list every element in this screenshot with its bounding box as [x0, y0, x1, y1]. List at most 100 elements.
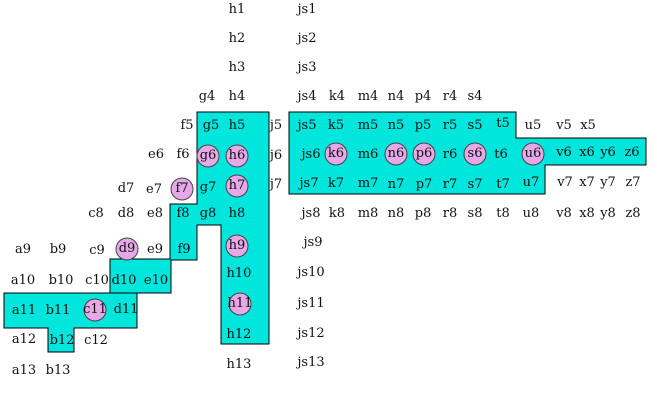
circle-marker-h7 — [225, 174, 249, 198]
cell-label-y8: y8 — [600, 206, 616, 221]
cell-label-f9: f9 — [177, 242, 191, 257]
cell-label-js5: js5 — [297, 118, 317, 133]
cell-label-b9: b9 — [49, 242, 67, 257]
cell-label-y7: y7 — [600, 175, 616, 190]
cell-label-k5: k5 — [327, 118, 345, 133]
cell-label-a10: a10 — [10, 273, 36, 288]
circle-marker-h11 — [228, 292, 252, 316]
cell-label-x6: x6 — [579, 145, 595, 160]
circle-marker-p6 — [412, 142, 436, 166]
cell-label-p7: p7 — [415, 177, 433, 192]
cell-label-y6: y6 — [600, 145, 616, 160]
cell-label-js4: js4 — [297, 89, 317, 104]
cell-label-h9: h9 — [228, 238, 246, 253]
cell-label-u8: u8 — [522, 206, 540, 221]
cell-label-h5: h5 — [228, 118, 246, 133]
cell-label-h1: h1 — [228, 2, 246, 17]
cell-label-v6: v6 — [556, 145, 572, 160]
cell-label-s8: s8 — [467, 206, 483, 221]
cell-label-e7: e7 — [146, 182, 162, 197]
cell-label-g5: g5 — [202, 118, 220, 133]
cell-label-b10: b10 — [48, 273, 74, 288]
cell-label-js13: js13 — [297, 355, 325, 370]
cell-label-f6: f6 — [176, 147, 190, 162]
cell-label-x5: x5 — [580, 118, 596, 133]
cell-label-p4: p4 — [414, 89, 432, 104]
cell-label-c9: c9 — [89, 243, 105, 258]
cell-label-r4: r4 — [442, 89, 458, 104]
cell-label-a12: a12 — [11, 332, 37, 347]
cell-label-t6: t6 — [494, 147, 508, 162]
cell-label-m8: m8 — [357, 206, 379, 221]
cell-label-js2: js2 — [297, 31, 317, 46]
cell-label-k4: k4 — [328, 89, 346, 104]
cell-label-d7: d7 — [117, 181, 135, 196]
cell-label-h6: h6 — [228, 148, 246, 163]
cell-label-n7: n7 — [387, 177, 405, 192]
circle-marker-g6 — [196, 144, 220, 168]
cell-label-f7: f7 — [175, 181, 189, 196]
cell-label-h4: h4 — [228, 89, 246, 104]
cell-label-d9: d9 — [118, 241, 136, 256]
cell-label-c8: c8 — [88, 206, 104, 221]
cell-label-js6: js6 — [301, 147, 321, 162]
cell-label-k8: k8 — [328, 206, 346, 221]
cell-label-v8: v8 — [556, 206, 572, 221]
cell-label-c10: c10 — [85, 273, 109, 288]
cell-label-f5: f5 — [180, 118, 194, 133]
cell-label-c12: c12 — [84, 333, 108, 348]
cell-label-v5: v5 — [556, 118, 572, 133]
cell-label-z8: z8 — [625, 206, 641, 221]
cell-label-m6: m6 — [357, 147, 379, 162]
cell-label-h13: h13 — [226, 357, 252, 372]
circle-marker-f7 — [170, 177, 194, 201]
circle-marker-k6 — [324, 142, 348, 166]
cell-label-js3: js3 — [297, 60, 317, 75]
cell-label-r8: r8 — [442, 206, 458, 221]
cell-label-z6: z6 — [624, 145, 640, 160]
cell-label-a11: a11 — [11, 303, 37, 318]
circle-marker-d9 — [115, 237, 139, 261]
cell-label-u5: u5 — [524, 118, 542, 133]
cell-label-t8: t8 — [496, 206, 510, 221]
cell-label-r5: r5 — [442, 118, 458, 133]
cell-label-js8: js8 — [301, 206, 321, 221]
cell-label-js1: js1 — [297, 2, 317, 17]
circle-marker-s6 — [463, 142, 487, 166]
cell-label-m4: m4 — [357, 89, 379, 104]
cell-label-d10: d10 — [111, 273, 137, 288]
cell-label-b13: b13 — [45, 363, 71, 378]
cell-label-m7: m7 — [357, 176, 379, 191]
cell-label-a9: a9 — [14, 242, 32, 257]
circle-marker-h6 — [225, 144, 249, 168]
cell-label-js9: js9 — [303, 235, 323, 250]
cell-label-z7: z7 — [625, 175, 641, 190]
cell-label-n4: n4 — [387, 89, 405, 104]
cell-label-x8: x8 — [579, 206, 595, 221]
circle-marker-n6 — [384, 142, 408, 166]
cell-label-b11: b11 — [45, 303, 71, 318]
cell-label-u7: u7 — [522, 175, 540, 190]
cell-label-s5: s5 — [467, 118, 483, 133]
cell-label-h3: h3 — [228, 60, 246, 75]
cell-label-r7: r7 — [442, 177, 458, 192]
highlighted-staircase-region — [3, 111, 270, 353]
cell-label-e10: e10 — [143, 273, 169, 288]
cell-label-js11: js11 — [297, 296, 325, 311]
cell-label-s7: s7 — [467, 177, 483, 192]
cell-label-h7: h7 — [228, 178, 246, 193]
circle-marker-u6 — [521, 142, 545, 166]
cell-label-k6: k6 — [327, 146, 345, 161]
cell-label-s4: s4 — [467, 89, 483, 104]
circle-marker-c11 — [83, 298, 107, 322]
cell-label-j7: j7 — [269, 177, 283, 192]
cell-label-s6: s6 — [467, 146, 483, 161]
cell-label-c11: c11 — [83, 302, 107, 317]
cell-label-e9: e9 — [147, 242, 163, 257]
cell-label-h8: h8 — [228, 206, 246, 221]
cell-label-h10: h10 — [226, 266, 252, 281]
cell-label-d11: d11 — [113, 302, 139, 317]
cell-label-d8: d8 — [117, 206, 135, 221]
